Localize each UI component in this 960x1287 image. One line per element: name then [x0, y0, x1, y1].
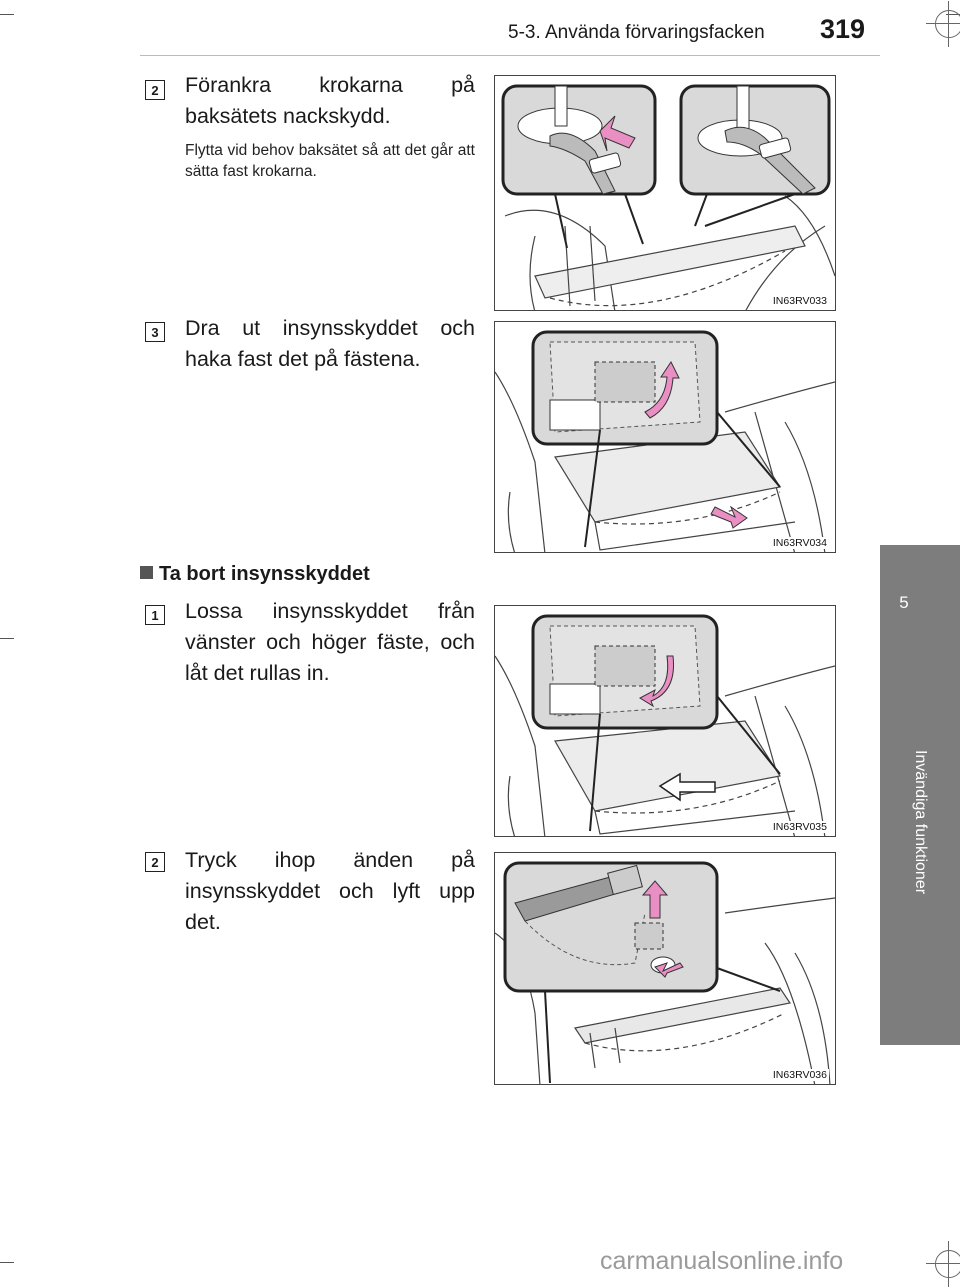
registration-mark	[926, 1, 960, 47]
chapter-tab: 5 Invändiga funktioner	[880, 545, 960, 1045]
step-text: Förankra krokarna på baksätets nackskydd…	[185, 73, 475, 128]
watermark-text: carmanualsonline.info	[600, 1247, 844, 1275]
step-number: 1	[145, 605, 165, 625]
figure-lift-cover: IN63RV036	[494, 852, 836, 1085]
page-number: 319	[820, 14, 866, 44]
crop-mark	[0, 638, 14, 639]
step-number: 2	[145, 80, 165, 100]
step-note: Flytta vid behov baksätet så att det går…	[185, 142, 475, 180]
figure-code: IN63RV034	[770, 537, 829, 549]
figure-code: IN63RV036	[770, 1069, 829, 1081]
section-title: 5-3. Använda förvaringsfacken	[508, 22, 765, 43]
step-text: Dra ut insynsskyddet och haka fast det p…	[185, 316, 475, 371]
registration-mark	[926, 1241, 960, 1287]
chapter-title: Invändiga funktioner	[912, 749, 929, 895]
figure-hook-headrest: IN63RV033	[494, 75, 836, 311]
chapter-number: 5	[899, 593, 909, 612]
step-text: Lossa insynsskyddet från vänster och hög…	[185, 599, 475, 685]
step-number: 2	[145, 852, 165, 872]
header-rule	[140, 55, 880, 56]
subsection-title: Ta bort insynsskyddet	[159, 563, 370, 585]
figure-release-cover: IN63RV035	[494, 605, 836, 837]
crop-mark	[0, 14, 14, 15]
subsection-heading: Ta bort insynsskyddet	[140, 563, 370, 586]
crop-mark	[0, 1262, 14, 1263]
figure-code: IN63RV033	[770, 295, 829, 307]
step-number: 3	[145, 322, 165, 342]
figure-pull-cover: IN63RV034	[494, 321, 836, 553]
step-text: Tryck ihop änden på insynsskyddet och ly…	[185, 848, 475, 934]
figure-code: IN63RV035	[770, 821, 829, 833]
square-bullet-icon	[140, 566, 153, 579]
